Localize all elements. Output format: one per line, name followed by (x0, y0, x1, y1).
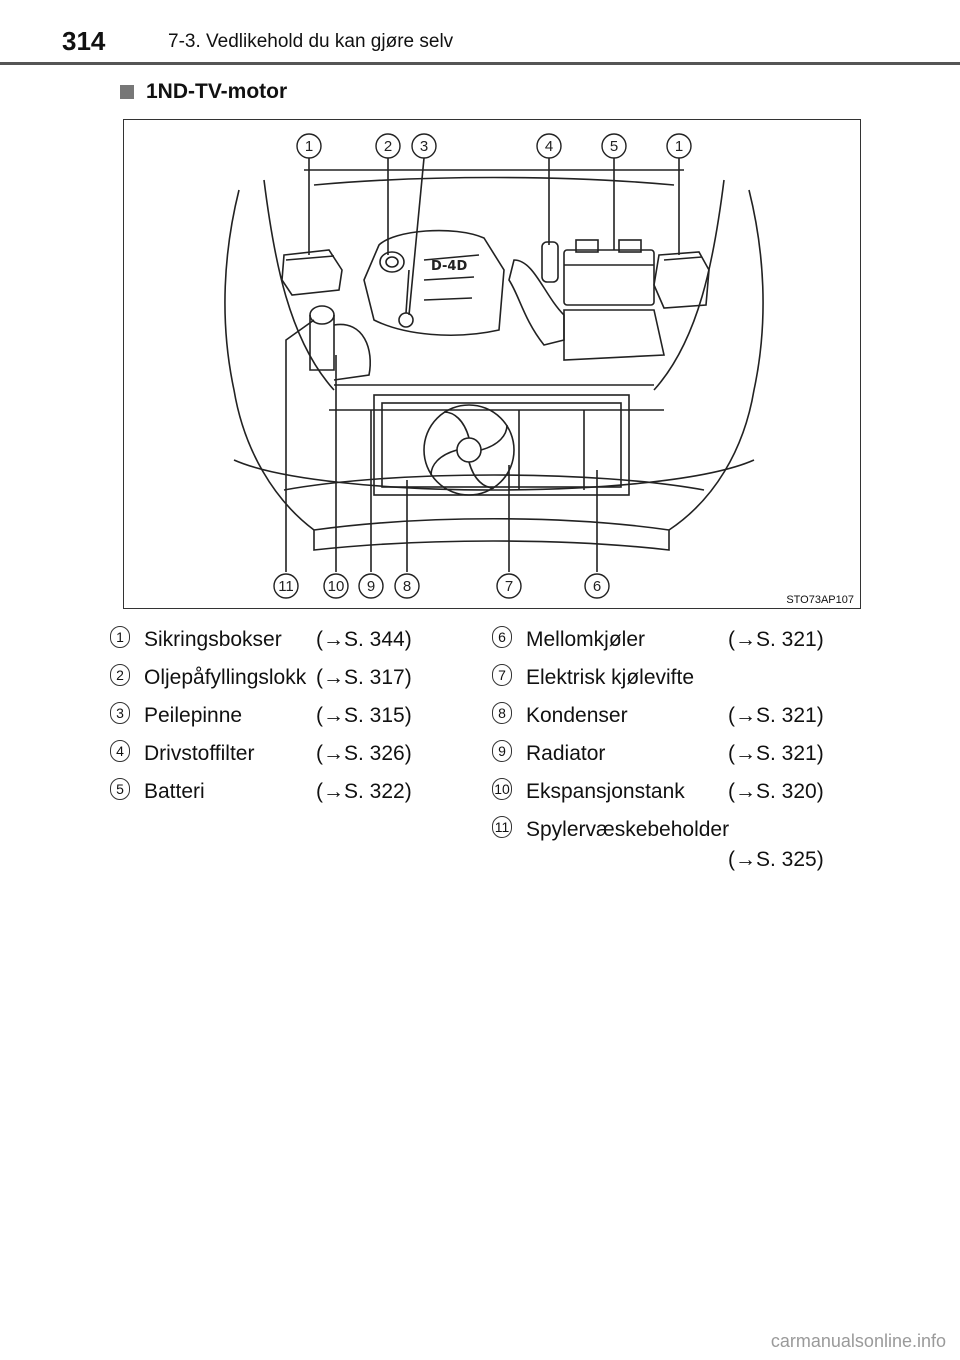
svg-text:10: 10 (328, 578, 345, 595)
legend-item: 11 Spylervæskebeholder (→S. 325) (492, 812, 842, 882)
legend-ref: (→S. 344) (316, 628, 412, 651)
legend-item: 5 Batteri (→S. 322) (110, 774, 460, 812)
callout-bottom: 11 (273, 573, 299, 599)
legend-label: Batteri (144, 780, 205, 803)
legend-label: Peilepinne (144, 704, 243, 727)
legend-item: 3 Peilepinne (→S. 315) (110, 698, 460, 736)
legend-item: 4 Drivstoffilter (→S. 326) (110, 736, 460, 774)
legend-item: 8 Kondenser (→S. 321) (492, 698, 842, 736)
callout-top: 4 (536, 133, 562, 159)
legend-label: Sikringsbokser (144, 628, 282, 651)
legend-ref: (→S. 321) (728, 704, 824, 727)
figure-code: STO73AP107 (786, 594, 854, 606)
legend-ref: (→S. 321) (728, 742, 824, 765)
svg-text:1: 1 (675, 138, 683, 155)
legend-ref: (→S. 322) (316, 780, 412, 803)
legend-number: 8 (492, 702, 512, 724)
callout-top: 1 (296, 133, 322, 159)
svg-text:4: 4 (545, 138, 553, 155)
legend-number: 10 (492, 778, 512, 800)
section-title: 1ND-TV-motor (146, 80, 288, 103)
section-heading: 1ND-TV-motor (120, 80, 287, 104)
legend-item: 9 Radiator (→S. 321) (492, 736, 842, 774)
callout-bottom: 8 (394, 573, 420, 599)
svg-text:6: 6 (593, 578, 601, 595)
legend-number: 3 (110, 702, 130, 724)
legend-ref: (→S. 321) (728, 628, 824, 651)
legend-number: 7 (492, 664, 512, 686)
callout-top: 2 (375, 133, 401, 159)
legend-item: 6 Mellomkjøler (→S. 321) (492, 622, 842, 660)
legend-number: 11 (492, 816, 512, 838)
legend-label: Spylervæskebeholder (526, 818, 730, 841)
square-bullet-icon (120, 85, 134, 99)
watermark: carmanualsonline.info (770, 1331, 946, 1351)
legend-item: 10 Ekspansjonstank (→S. 320) (492, 774, 842, 812)
legend-number: 1 (110, 626, 130, 648)
header-rule (0, 62, 960, 65)
svg-text:8: 8 (403, 578, 411, 595)
legend-ref: (→S. 315) (316, 704, 412, 727)
engine-mark-text: D-4D (431, 259, 467, 274)
legend-label: Mellomkjøler (526, 628, 646, 651)
svg-text:9: 9 (367, 578, 375, 595)
legend-item: 1 Sikringsbokser (→S. 344) (110, 622, 460, 660)
legend-number: 9 (492, 740, 512, 762)
svg-text:7: 7 (505, 578, 513, 595)
callout-top: 1 (666, 133, 692, 159)
engine-bay-figure: D-4D 1 2 3 4 5 1 11 10 9 8 7 6 STO73AP10… (123, 119, 861, 609)
legend-label: Elektrisk kjølevifte (526, 666, 695, 689)
legend-number: 5 (110, 778, 130, 800)
legend-label: Oljepåfyllingslokk (144, 666, 307, 689)
legend-ref: (→S. 326) (316, 742, 412, 765)
page-number: 314 (62, 26, 106, 56)
callout-bottom: 9 (358, 573, 384, 599)
legend-ref: (→S. 317) (316, 666, 412, 689)
legend-label: Kondenser (526, 704, 628, 727)
legend-number: 6 (492, 626, 512, 648)
engine-bay-illustration: D-4D 1 2 3 4 5 1 11 10 9 8 7 6 (224, 133, 764, 599)
chapter-title: 7-3. Vedlikehold du kan gjøre selv (168, 31, 454, 52)
svg-text:2: 2 (384, 138, 392, 155)
svg-text:3: 3 (420, 138, 428, 155)
svg-text:1: 1 (305, 138, 313, 155)
legend-number: 2 (110, 664, 130, 686)
page-header: 314 7-3. Vedlikehold du kan gjøre selv (0, 0, 960, 62)
svg-text:5: 5 (610, 138, 618, 155)
svg-text:11: 11 (278, 578, 294, 595)
callout-top: 5 (601, 133, 627, 159)
callout-bottom: 10 (323, 573, 349, 599)
legend-right: 6 Mellomkjøler (→S. 321) 7 Elektrisk kjø… (492, 622, 842, 882)
legend-ref: (→S. 320) (728, 780, 824, 803)
legend-ref: (→S. 325) (728, 848, 824, 871)
callout-bottom: 7 (496, 573, 522, 599)
legend-item: 7 Elektrisk kjølevifte (492, 660, 842, 698)
legend-item: 2 Oljepåfyllingslokk (→S. 317) (110, 660, 460, 698)
legend-label: Radiator (526, 742, 606, 765)
legend-label: Ekspansjonstank (526, 780, 685, 803)
callout-bottom: 6 (584, 573, 610, 599)
callout-top: 3 (411, 133, 437, 159)
legend-number: 4 (110, 740, 130, 762)
legend-left: 1 Sikringsbokser (→S. 344) 2 Oljepåfylli… (110, 622, 460, 812)
legend-label: Drivstoffilter (144, 742, 255, 765)
